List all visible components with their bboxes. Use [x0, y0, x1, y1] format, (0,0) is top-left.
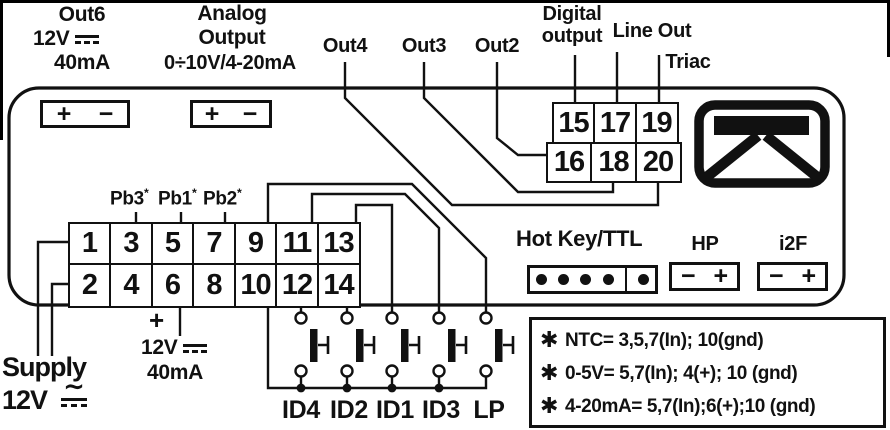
plus-sign: + [713, 262, 729, 290]
id3-label: ID3 [421, 396, 461, 424]
terminal-block-main: 1 3 5 7 9 11 13 2 4 6 8 10 12 14 [67, 222, 361, 308]
bus-junction-dots [296, 383, 444, 393]
terminal-20: 20 [634, 142, 682, 183]
asterisk-icon: ✱ [540, 327, 559, 352]
terminal-block-out-bottom: 16 18 20 [545, 142, 682, 183]
i2f-connector: − + [757, 262, 828, 291]
i2f-label: i2F [779, 233, 807, 255]
terminal-9: 9 [233, 222, 278, 265]
pb2-label: Pb2* [203, 186, 242, 210]
aux-plus-label: + [149, 305, 164, 335]
hp-label: HP [691, 233, 719, 255]
wire-9-to-LP [266, 182, 488, 312]
pb1-label: Pb1* [158, 186, 197, 210]
aux-current-label: 40mA [147, 361, 203, 384]
terminal-19: 19 [634, 102, 679, 145]
hotkey-connector [527, 265, 658, 294]
asterisk-icon: ✱ [540, 393, 559, 418]
terminal-11: 11 [275, 222, 319, 265]
terminal-block-out-top: 15 17 19 [551, 102, 679, 145]
minus-sign: − [98, 99, 114, 128]
digital-input-switches [294, 311, 515, 393]
id2-label: ID2 [329, 396, 369, 424]
plus-sign: + [204, 99, 220, 128]
note-ntc: ✱ NTC= 3,5,7(In); 10(gnd) [540, 327, 764, 352]
id4-label: ID4 [281, 396, 321, 424]
terminal-3: 3 [109, 222, 153, 265]
minus-sign: − [242, 99, 258, 128]
hp-connector: − + [669, 262, 740, 291]
minus-sign: − [680, 262, 696, 290]
id1-label: ID1 [375, 396, 415, 424]
aux-voltage-label: 12V [141, 336, 208, 360]
hotkey-divider [624, 268, 627, 291]
note-4-20ma: ✱ 4-20mA= 5,7(In);6(+);10 (gnd) [540, 393, 816, 418]
terminal-8: 8 [192, 262, 236, 308]
terminal-10: 10 [233, 262, 278, 308]
wire-switch-bus-stubs [299, 376, 441, 388]
terminal-7: 7 [192, 222, 236, 265]
terminal-13: 13 [316, 222, 361, 265]
out6-terminal-block: + − [40, 100, 130, 128]
plus-sign: + [56, 99, 72, 128]
line-out-label: Line Out [612, 20, 692, 42]
pb3-label: Pb3* [110, 186, 149, 210]
acdc-symbol: ∼ [60, 373, 87, 409]
terminal-1: 1 [67, 222, 112, 265]
triac-label: Triac [665, 51, 711, 73]
terminal-12: 12 [275, 262, 319, 308]
hotkey-pin-dot [602, 274, 614, 285]
scan-border-left [0, 0, 3, 140]
scan-border-right [887, 0, 890, 57]
wire-out2-to-16 [495, 62, 549, 157]
wire-11-to-ID3 [310, 192, 441, 312]
terminal-14: 14 [316, 262, 361, 308]
out2-label: Out2 [474, 35, 520, 57]
hotkey-pin-dot [536, 274, 547, 285]
hotkey-pin-dot [637, 274, 649, 285]
terminal-6: 6 [150, 262, 195, 308]
probe-notes-box: ✱ NTC= 3,5,7(In); 10(gnd) ✱ 0-5V= 5,7(In… [529, 317, 886, 428]
out3-label: Out3 [401, 35, 447, 57]
terminal-15: 15 [551, 102, 596, 145]
hotkey-pin-dot [558, 274, 570, 285]
out4-label: Out4 [322, 35, 368, 57]
out6-label: Out6 [58, 3, 106, 26]
brand-logo [694, 100, 830, 188]
controller-outline [7, 86, 846, 307]
out6-voltage-label: 12V [33, 27, 100, 51]
hotkey-label: Hot Key/TTL [516, 226, 643, 251]
analog-output-label-1: Analog [197, 2, 267, 25]
terminal-17: 17 [593, 102, 637, 145]
dc-symbol [75, 34, 100, 45]
wire-out3-to-18 [422, 62, 615, 194]
hotkey-pin-dot [580, 274, 592, 285]
analog-terminal-block: + − [190, 100, 272, 128]
scan-border-top [0, 0, 890, 3]
digital-output-label-2: output [541, 25, 603, 47]
supply-voltage-label: 12V ∼ [2, 373, 87, 416]
note-0-5v: ✱ 0-5V= 5,7(In); 4(+); 10 (gnd) [540, 360, 798, 385]
analog-range-label: 0÷10V/4-20mA [164, 52, 296, 74]
minus-sign: − [768, 262, 784, 290]
terminal-2: 2 [67, 262, 112, 308]
terminal-4: 4 [109, 262, 153, 308]
digital-output-label-1: Digital [542, 3, 602, 25]
wire-13-to-ID1 [354, 203, 394, 312]
terminal-18: 18 [590, 142, 637, 183]
plus-sign: + [801, 262, 817, 290]
terminal-16: 16 [545, 142, 593, 183]
analog-output-label-2: Output [198, 26, 266, 49]
wire-out4-to-20 [343, 62, 660, 207]
terminal-5: 5 [150, 222, 195, 265]
supply-label: Supply [2, 352, 87, 382]
lp-label: LP [473, 396, 505, 424]
wire-supply-2 [50, 282, 70, 356]
wire-supply-1 [36, 240, 70, 356]
dc-symbol [183, 343, 208, 354]
asterisk-icon: ✱ [540, 360, 559, 385]
wire-10-common-bus [266, 305, 488, 390]
out6-current-label: 40mA [54, 51, 110, 74]
